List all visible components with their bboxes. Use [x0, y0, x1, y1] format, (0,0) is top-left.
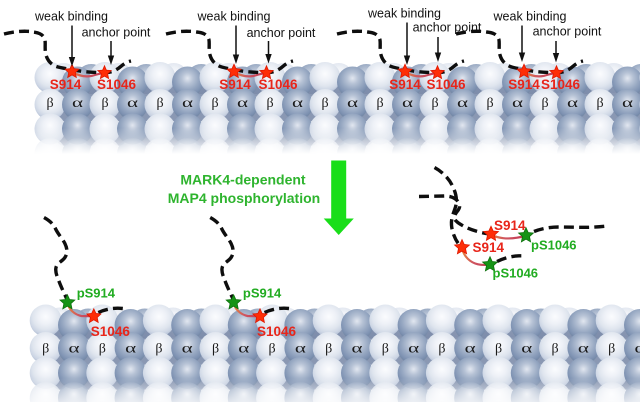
svg-text:β: β	[46, 96, 53, 111]
svg-text:MARK4-dependent: MARK4-dependent	[180, 172, 306, 188]
svg-text:β: β	[552, 342, 559, 357]
svg-text:weak binding: weak binding	[493, 10, 567, 24]
svg-text:α: α	[237, 96, 249, 111]
svg-text:α: α	[408, 342, 420, 357]
svg-text:β: β	[156, 96, 163, 111]
svg-text:α: α	[622, 96, 634, 111]
svg-text:α: α	[567, 96, 579, 111]
svg-text:α: α	[352, 342, 364, 357]
svg-text:S1046: S1046	[97, 77, 137, 92]
svg-text:β: β	[212, 342, 219, 357]
svg-text:β: β	[541, 96, 548, 111]
svg-text:weak binding: weak binding	[34, 10, 108, 24]
svg-text:α: α	[635, 342, 640, 357]
svg-text:β: β	[431, 96, 438, 111]
svg-text:β: β	[99, 342, 106, 357]
svg-text:α: α	[127, 96, 139, 111]
svg-text:β: β	[438, 342, 445, 357]
svg-text:α: α	[72, 96, 84, 111]
svg-text:β: β	[382, 342, 389, 357]
svg-text:α: α	[69, 342, 81, 357]
svg-text:MAP4 phosphorylation: MAP4 phosphorylation	[168, 190, 320, 206]
svg-text:S914: S914	[219, 77, 251, 92]
svg-text:β: β	[495, 342, 502, 357]
svg-text:α: α	[295, 342, 307, 357]
svg-text:α: α	[182, 96, 194, 111]
svg-text:β: β	[266, 96, 273, 111]
svg-text:β: β	[155, 342, 162, 357]
svg-text:weak binding: weak binding	[197, 10, 271, 24]
svg-text:α: α	[238, 342, 250, 357]
svg-text:S1046: S1046	[541, 77, 581, 92]
svg-text:α: α	[578, 342, 590, 357]
svg-text:β: β	[101, 96, 108, 111]
svg-text:anchor point: anchor point	[247, 26, 316, 40]
svg-text:β: β	[211, 96, 218, 111]
svg-text:α: α	[457, 96, 469, 111]
svg-text:S914: S914	[473, 240, 505, 255]
svg-text:α: α	[512, 96, 524, 111]
svg-text:β: β	[376, 96, 383, 111]
svg-text:weak binding: weak binding	[367, 7, 441, 21]
svg-text:α: α	[347, 96, 359, 111]
svg-text:S1046: S1046	[257, 324, 297, 339]
svg-text:β: β	[42, 342, 49, 357]
svg-text:α: α	[125, 342, 137, 357]
svg-text:S914: S914	[508, 77, 540, 92]
svg-text:S914: S914	[389, 77, 421, 92]
svg-text:β: β	[608, 342, 615, 357]
svg-text:α: α	[521, 342, 533, 357]
svg-text:pS1046: pS1046	[531, 238, 577, 253]
svg-text:α: α	[465, 342, 477, 357]
svg-text:pS914: pS914	[77, 286, 116, 301]
svg-text:β: β	[486, 96, 493, 111]
svg-text:S914: S914	[494, 218, 526, 233]
svg-text:S1046: S1046	[426, 77, 466, 92]
svg-text:β: β	[269, 342, 276, 357]
svg-text:S1046: S1046	[258, 77, 298, 92]
svg-text:α: α	[182, 342, 194, 357]
svg-text:pS1046: pS1046	[493, 266, 539, 281]
svg-text:α: α	[402, 96, 414, 111]
svg-text:pS914: pS914	[243, 286, 282, 301]
svg-text:β: β	[325, 342, 332, 357]
svg-text:β: β	[321, 96, 328, 111]
svg-text:anchor point: anchor point	[82, 26, 151, 40]
svg-text:S1046: S1046	[91, 324, 131, 339]
svg-text:anchor point: anchor point	[533, 25, 602, 39]
svg-text:β: β	[596, 96, 603, 111]
svg-text:α: α	[292, 96, 304, 111]
svg-text:S914: S914	[50, 77, 82, 92]
